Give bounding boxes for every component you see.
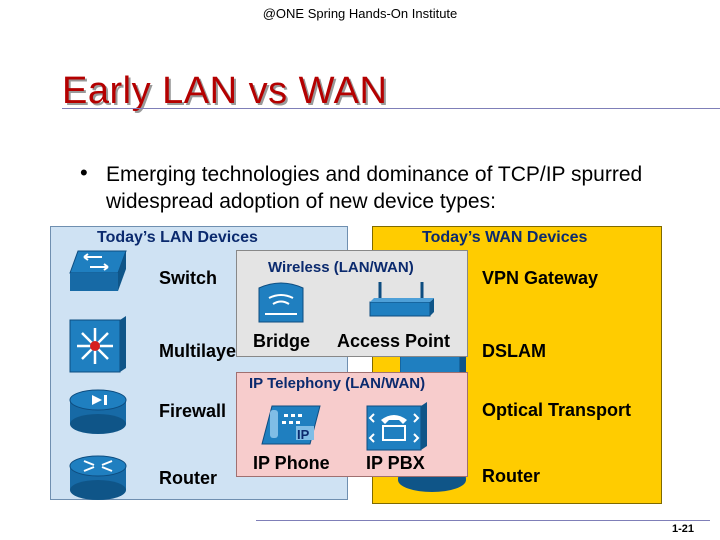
lan-device-firewall: Firewall	[159, 401, 227, 421]
title-underline	[62, 108, 720, 109]
ip-pbx-icon	[365, 400, 429, 452]
wan-device-router: Router	[482, 466, 540, 486]
lan-device-multilayer: Multilayer	[159, 341, 244, 361]
wireless-item-access-point: Access Point	[337, 331, 451, 351]
lan-devices-title: Today’s LAN Devices	[97, 229, 258, 246]
ip-telephony-item-ip-phone: IP Phone	[253, 453, 330, 473]
slide-header: @ONE Spring Hands-On Institute	[262, 6, 458, 21]
bullet-dot: •	[80, 160, 88, 185]
ip-phone-icon	[258, 400, 324, 450]
ip-telephony-item-ip-pbx: IP PBX	[366, 453, 425, 473]
wireless-title: Wireless (LAN/WAN)	[268, 259, 414, 276]
wan-devices-title: Today’s WAN Devices	[422, 229, 588, 246]
firewall-icon	[68, 382, 128, 442]
slide-title: Early LAN vs WAN	[62, 70, 388, 112]
lan-device-switch: Switch	[159, 268, 218, 288]
ip-phone-badge: IP	[297, 427, 310, 442]
page-number: 1-21	[672, 523, 695, 535]
ip-telephony-title: IP Telephony (LAN/WAN)	[249, 375, 426, 392]
wan-device-vpn-gateway: VPN Gateway	[482, 268, 599, 288]
wan-device-optical-transport: Optical Transport	[482, 400, 632, 420]
switch-icon	[68, 243, 128, 303]
wireless-bridge-icon	[255, 278, 307, 328]
bullet-text: Emerging technologies and dominance of T…	[106, 163, 643, 213]
wireless-item-bridge: Bridge	[253, 331, 311, 351]
multilayer-switch-icon	[68, 316, 128, 376]
wan-device-dslam: DSLAM	[482, 341, 546, 361]
lan-router-icon	[68, 448, 128, 508]
footer-rule	[256, 520, 710, 521]
access-point-icon	[368, 280, 434, 326]
lan-device-router: Router	[159, 468, 217, 488]
